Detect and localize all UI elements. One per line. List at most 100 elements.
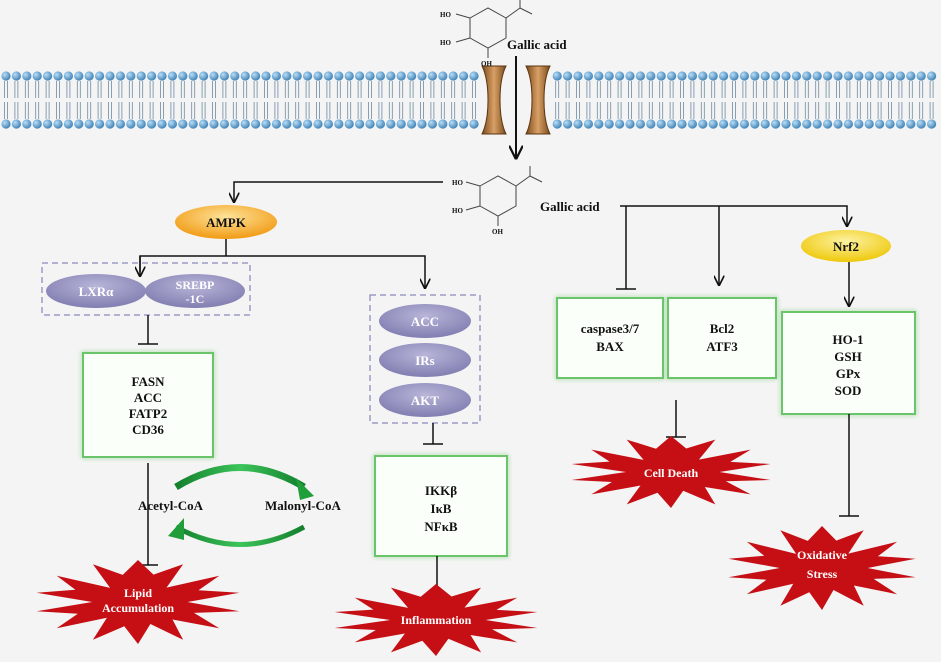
inflammation-burst [334, 584, 538, 656]
lipid-head [417, 119, 427, 129]
lipid-head [459, 119, 469, 129]
lipid-head [105, 71, 115, 81]
lipid-head [802, 71, 812, 81]
lipid-head [167, 71, 177, 81]
lipid-head [209, 119, 219, 129]
lipid-head [43, 71, 53, 81]
gene-label: HO-1 [832, 332, 863, 347]
hydroxyl-label: OH [481, 60, 492, 68]
irs-label: IRs [415, 353, 435, 368]
arrow-to-nrf2 [620, 205, 847, 226]
gene-label: BAX [596, 339, 624, 354]
burst-shape [334, 584, 538, 656]
lipid-head [115, 119, 125, 129]
lipid-head [344, 119, 354, 129]
lipid-head [199, 71, 209, 81]
gallic-acid-label-top: Gallic acid [507, 37, 567, 52]
lipid-head [729, 119, 739, 129]
lipid-head [136, 119, 146, 129]
lipid-head [729, 71, 739, 81]
lipid-head [303, 119, 313, 129]
survival-genes-box [667, 297, 777, 379]
lipid-head [188, 71, 198, 81]
irs-node [379, 343, 471, 377]
lipid-head [438, 71, 448, 81]
lipid-head [1, 119, 11, 129]
oxidative-stress-burst [728, 526, 916, 610]
lipid-head [698, 119, 708, 129]
lipid-head [11, 71, 21, 81]
lipid-head [219, 119, 229, 129]
gene-label: ATF3 [706, 339, 738, 354]
cell-membrane [1, 71, 937, 129]
gene-label: GPx [836, 366, 861, 381]
lipid-head [823, 71, 833, 81]
lipid-head [656, 71, 666, 81]
malonyl-coa-label: Malonyl-CoA [265, 498, 341, 513]
burst-shape [571, 436, 771, 508]
lipid-head [750, 119, 760, 129]
lipid-head [916, 71, 926, 81]
lipid-head [583, 71, 594, 81]
lipid-head [313, 119, 323, 129]
lipid-head [739, 119, 750, 129]
lipid-head [11, 119, 21, 129]
lipid-head [739, 71, 750, 81]
lipid-head [84, 71, 94, 81]
lipid-head [885, 119, 895, 129]
lipid-head [667, 71, 677, 81]
gene-label: GSH [834, 349, 861, 364]
lipid-head [375, 71, 385, 81]
lipid-head [781, 119, 791, 129]
lipid-head [677, 119, 687, 129]
lipid-head [843, 71, 854, 81]
membrane-channel [481, 65, 551, 135]
lipid-head [219, 71, 229, 81]
lipid-head [833, 119, 843, 129]
lipid-head [687, 119, 698, 129]
nrf2-node [801, 230, 891, 262]
lipid-head [427, 119, 437, 129]
gene-label: CD36 [132, 422, 164, 437]
lipid-head [427, 71, 437, 81]
lipid-head [667, 119, 677, 129]
lipid-head [864, 119, 874, 129]
gene-label: ACC [134, 390, 162, 405]
lipid-head [823, 119, 833, 129]
hydroxyl-label: HO [440, 11, 451, 19]
lipid-head [43, 119, 53, 129]
lipid-head [251, 119, 261, 129]
lipid-accumulation-label: Accumulation [102, 601, 174, 615]
lipid-head [875, 71, 885, 81]
lipid-head [646, 119, 656, 129]
lipid-head [635, 71, 646, 81]
apoptosis-genes-box [556, 297, 664, 379]
inflammation-genes-box [374, 455, 508, 557]
lipid-head [469, 119, 479, 129]
lipid-head [261, 71, 271, 81]
lipid-genes-box [82, 352, 214, 458]
cell-death-burst [571, 436, 771, 508]
gene-label: IκB [431, 501, 452, 516]
ampk-label: AMPK [206, 215, 247, 230]
lipid-head [375, 119, 385, 129]
lipid-head [53, 119, 63, 129]
lxr-srebp-group [41, 262, 251, 316]
lipid-head [167, 119, 177, 129]
lipid-head [583, 119, 594, 129]
lipid-head [864, 71, 874, 81]
gene-label: IKKβ [425, 483, 457, 498]
hydroxyl-label: HO [440, 39, 451, 47]
lipid-head [625, 119, 635, 129]
gallic-acid-molecule-inner [465, 166, 543, 226]
antioxidant-genes-box [781, 311, 916, 415]
inflammation-label: Inflammation [401, 613, 472, 627]
lipid-head [854, 119, 864, 129]
lipid-head [719, 71, 729, 81]
lipid-head [157, 71, 167, 81]
lipid-head [698, 71, 708, 81]
lipid-head [781, 71, 791, 81]
lipid-head [323, 119, 333, 129]
lipid-head [802, 119, 812, 129]
